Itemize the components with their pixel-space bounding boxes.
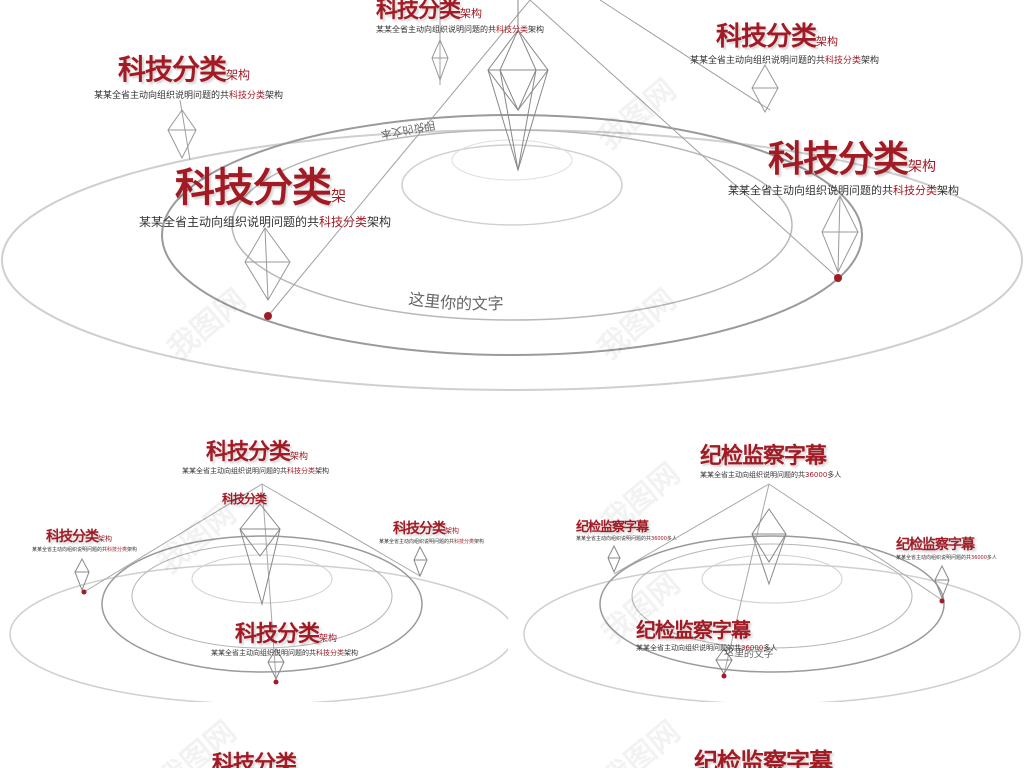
ring-text-faint: 本文的说明 <box>380 118 437 141</box>
label-right-side: 科技分类架构 某某全省主动向组织说明问题的共科技分类架构 <box>379 521 485 545</box>
label-left-bottom: 科技分类架构 某某全省主动向组织说明问题的共科技分类架构 <box>211 622 358 657</box>
node-dot <box>273 679 279 685</box>
bottom-left-title: 科技分类 <box>212 752 297 768</box>
central-wireframe <box>487 0 549 172</box>
label-left-side: 科技分类架构 某某全省主动向组织说明问题的共科技分类架构 <box>32 529 138 553</box>
label-right-top: 纪检监察字幕 某某全省主动向组织说明问题的共36000多人 <box>700 444 842 479</box>
node-dot <box>939 598 945 604</box>
left-panel: 科技分类架构 某某全省主动向组织说明问题的共科技分类架构 科技分类 科技分类架构… <box>0 404 508 702</box>
node-dot <box>81 589 87 595</box>
top-diagram: 这里你的文字 本文的说明 <box>1 0 1023 391</box>
left-diagram <box>9 483 508 702</box>
label-right-left: 纪检监察字幕 某某全省主动向组织说明问题的共36000多人 <box>576 520 677 542</box>
label-top-center: 科技分类架构 某某全省主动向组织说明问题的共科技分类架构 <box>376 0 544 34</box>
label-left-top: 科技分类架构 某某全省主动向组织说明问题的共科技分类架构 <box>182 440 329 475</box>
node-dot <box>834 274 842 282</box>
label-top-right: 科技分类架构 某某全省主动向组织说明问题的共科技分类架构 <box>690 22 880 66</box>
label-top-right-large: 科技分类架构 某某全省主动向组织说明问题的共科技分类架构 <box>728 139 959 197</box>
node-dot <box>264 312 272 320</box>
ring-text: 这里你的文字 <box>407 289 503 313</box>
watermark: 我图网 <box>595 714 687 768</box>
label-top-left: 科技分类架构 某某全省主动向组织说明问题的共科技分类架构 <box>94 53 284 101</box>
right-diagram: 这里的文字 <box>523 483 1021 702</box>
label-right-bottom: 纪检监察字幕 某某全省主动向组织说明问题的共36000多人 <box>636 618 778 652</box>
right-panel: 这里的文字 纪检监察字幕 某某全省主动向组织说明问题的共36000多人 纪检监察… <box>514 404 1024 702</box>
top-panel: 这里你的文字 本文的说明 科技分类架构 某某全省主动向组织说明问题的共科技分类架… <box>1 0 1023 391</box>
node-dot <box>721 673 727 679</box>
label-top-left-large: 科技分类架 某某全省主动向组织说明问题的共科技分类架构 <box>139 165 392 229</box>
label-left-mid: 科技分类 <box>222 492 267 506</box>
label-right-right: 纪检监察字幕 某某全省主动向组织说明问题的共36000多人 <box>896 537 997 561</box>
bottom-right-panel: 纪检监察字幕 我图网 <box>514 712 1024 768</box>
bottom-left-panel: 科技分类 我图网 <box>0 712 508 768</box>
bottom-right-title: 纪检监察字幕 <box>694 748 833 768</box>
